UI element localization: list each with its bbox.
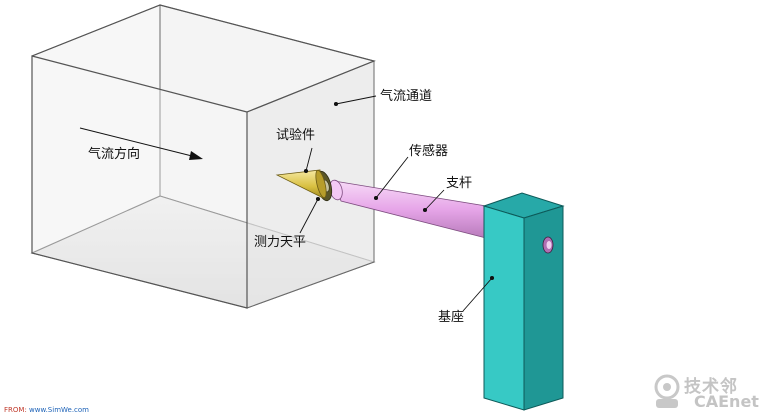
watermark: 技术邻 CAEnet [650, 370, 759, 414]
label-sensor: 传感器 [409, 143, 448, 159]
source-prefix: FROM: [4, 406, 27, 414]
watermark-logo-icon [654, 374, 680, 408]
base-block [482, 192, 565, 411]
watermark-cn: 技术邻 [684, 377, 738, 397]
label-balance: 测力天平 [254, 235, 306, 250]
flow-direction-arrow [79, 127, 203, 160]
label-test-piece: 试验件 [276, 127, 315, 143]
leader-lines [299, 95, 495, 312]
flow-channel-box [30, 4, 376, 309]
test-piece-cone [275, 169, 327, 199]
label-flow-direction: 气流方向 [88, 146, 140, 162]
label-base: 基座 [438, 310, 464, 325]
source-url[interactable]: www.SimWe.com [29, 406, 90, 414]
source-credit: FROM: www.SimWe.com [4, 406, 89, 414]
label-flow-channel: 气流通道 [380, 88, 432, 104]
watermark-en: CAEnet [694, 392, 759, 411]
label-support-rod: 支杆 [446, 176, 472, 191]
